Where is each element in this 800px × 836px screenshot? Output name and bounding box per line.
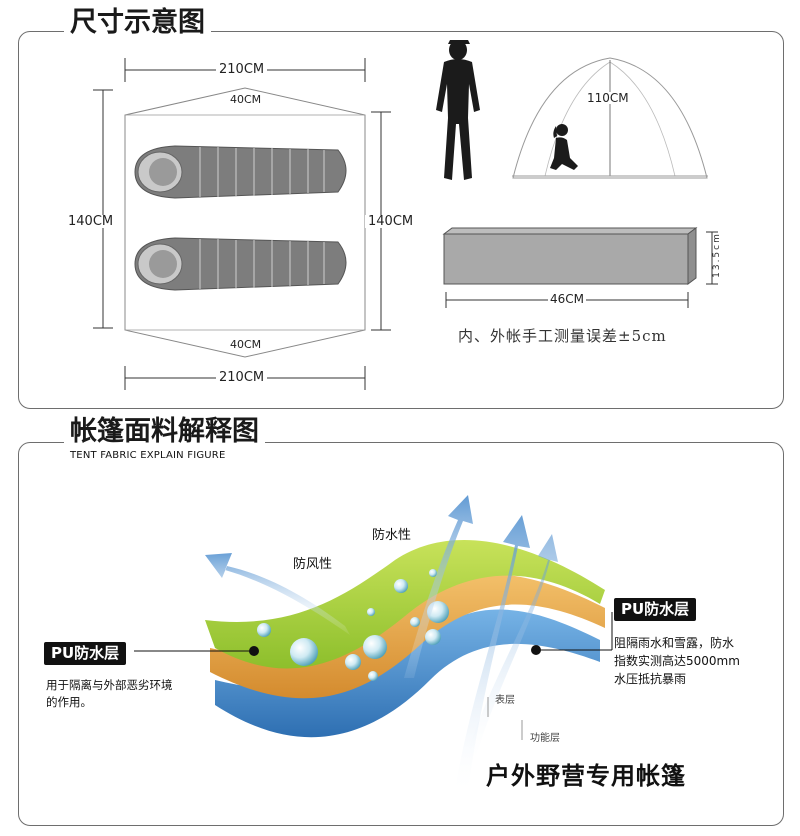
windproof-label: 防风性 bbox=[293, 557, 333, 572]
right-desc-line-3: 水压抵抗暴雨 bbox=[614, 672, 687, 686]
height-right-label: 140CM bbox=[365, 215, 417, 228]
orange-layer bbox=[210, 573, 605, 699]
right-description: 阻隔雨水和雪露，防水 指数实测高达5000mm 水压抵抗暴雨 bbox=[614, 634, 740, 688]
width-bottom-label: 210CM bbox=[216, 371, 268, 384]
packed-length-label: 46CM bbox=[548, 292, 587, 306]
width-top-label: 210CM bbox=[216, 63, 268, 76]
person-icon bbox=[436, 40, 480, 180]
slogan: 户外野营专用帐篷 bbox=[486, 762, 686, 790]
green-layer bbox=[205, 539, 605, 669]
fabric-section-title: 帐篷面料解释图 bbox=[64, 418, 265, 445]
surface-layer-label: 表层 bbox=[495, 695, 515, 706]
left-description: 用于隔离与外部恶劣环境 的作用。 bbox=[46, 677, 173, 711]
tolerance-note: 内、外帐手工测量误差±5cm bbox=[458, 327, 667, 345]
waterproof-label: 防水性 bbox=[372, 528, 412, 543]
windproof-arrow-icon bbox=[205, 553, 350, 635]
left-desc-line-1: 用于隔离与外部恶劣环境 bbox=[46, 678, 173, 692]
waterproof-arrow-2-icon bbox=[455, 515, 530, 790]
packed-tent-bag bbox=[442, 227, 698, 285]
right-desc-line-1: 阻隔雨水和雪露，防水 bbox=[614, 636, 735, 650]
dome-tent-drawing bbox=[512, 57, 708, 179]
size-section-title: 尺寸示意图 bbox=[64, 9, 211, 36]
child-icon bbox=[550, 124, 578, 170]
left-desc-line-2: 的作用。 bbox=[46, 695, 92, 709]
function-layer-label: 功能层 bbox=[530, 733, 560, 744]
waterproof-arrow-1-icon bbox=[404, 495, 473, 678]
vestibule-top-label: 40CM bbox=[228, 93, 264, 106]
right-desc-line-2: 指数实测高达5000mm bbox=[614, 654, 740, 668]
sleeping-bag-1 bbox=[134, 145, 347, 199]
right-pu-tag: PU防水层 bbox=[614, 598, 697, 621]
vestibule-bottom-label: 40CM bbox=[228, 338, 264, 351]
water-drops bbox=[257, 569, 449, 681]
fabric-section-subtitle: TENT FABRIC EXPLAIN FIGURE bbox=[66, 450, 230, 461]
height-left-label: 140CM bbox=[65, 215, 117, 228]
sleeping-bag-2 bbox=[134, 237, 347, 291]
left-pu-tag: PU防水层 bbox=[44, 642, 127, 665]
tent-height-label: 110CM bbox=[585, 91, 631, 105]
